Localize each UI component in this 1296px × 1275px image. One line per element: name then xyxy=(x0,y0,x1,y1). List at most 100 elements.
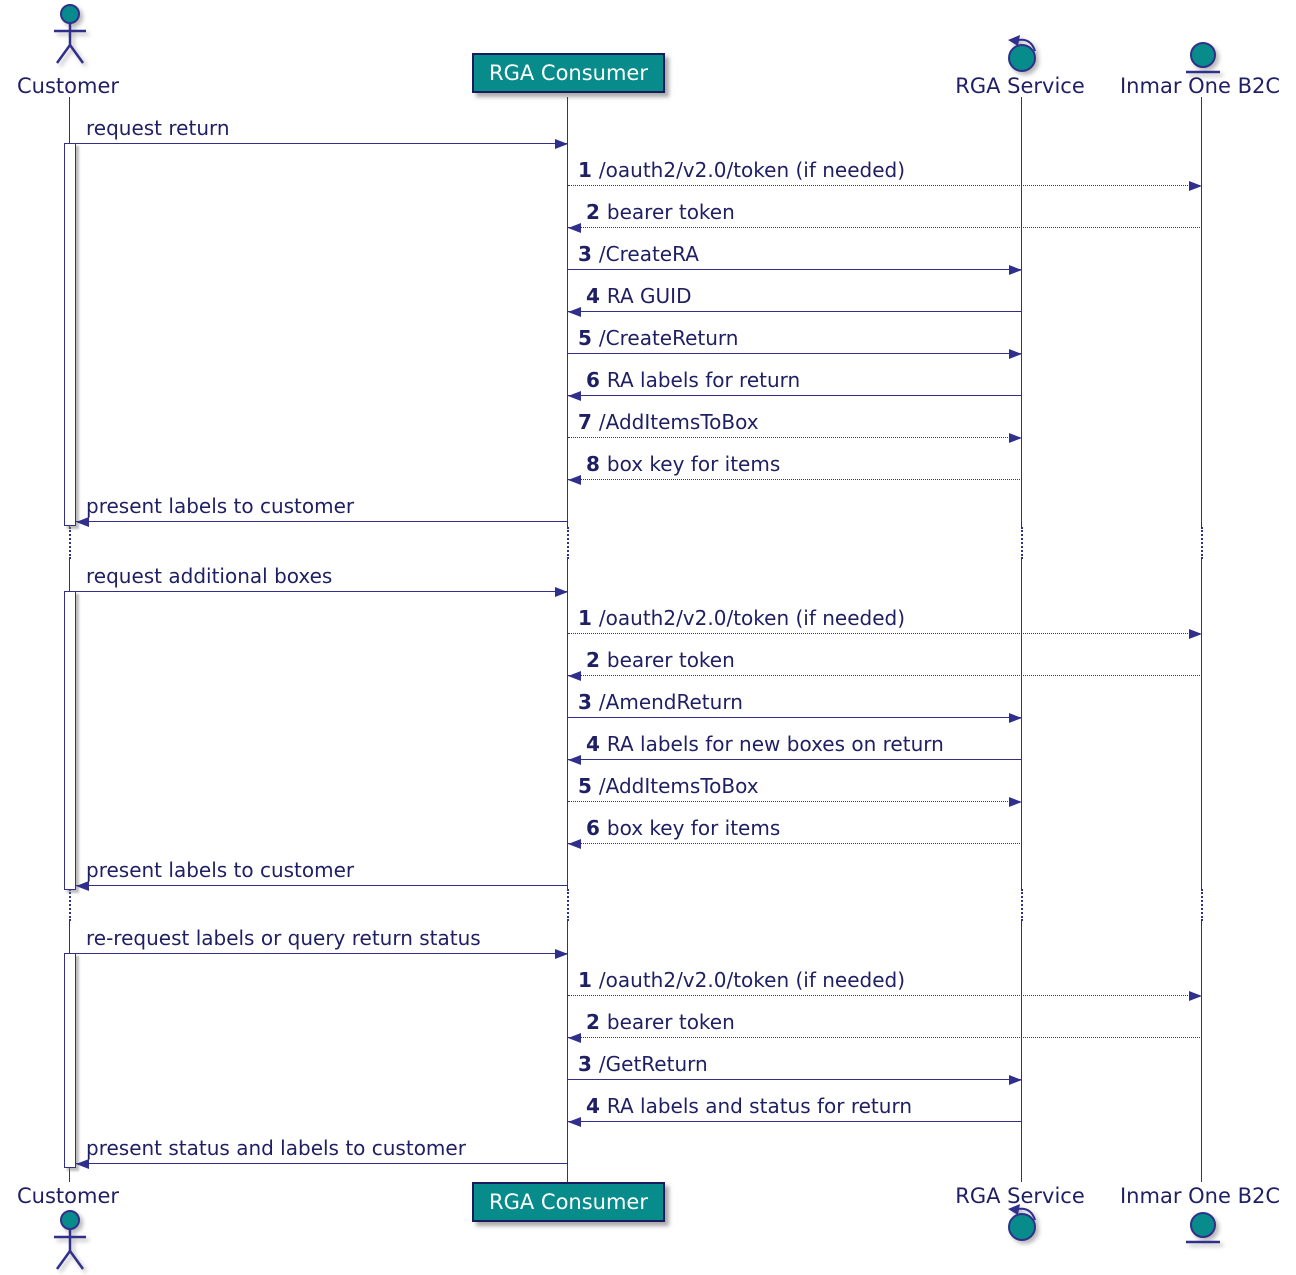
message-text: bearer token xyxy=(606,1010,735,1034)
message-number: 4 xyxy=(586,732,600,756)
message-arrowhead xyxy=(555,586,568,597)
message-arrowhead xyxy=(568,306,581,317)
message-line xyxy=(76,143,568,144)
message-number: 6 xyxy=(586,368,600,392)
message-arrowhead xyxy=(1009,348,1022,359)
message-number: 4 xyxy=(586,284,600,308)
message-number: 4 xyxy=(586,1094,600,1118)
message-arrowhead xyxy=(568,1032,581,1043)
participant-box-rga-consumer-bottom: RGA Consumer xyxy=(472,1182,665,1222)
message-line xyxy=(568,1037,1202,1038)
message-label: request return xyxy=(86,116,230,140)
message-text: RA labels and status for return xyxy=(606,1094,912,1118)
lifeline-gap-rga-service xyxy=(1021,889,1023,921)
message-line xyxy=(76,521,568,522)
message-line xyxy=(568,1121,1022,1122)
participant-label-inmar-one-b2c-bottom: Inmar One B2C xyxy=(1119,1184,1281,1208)
message-arrowhead xyxy=(568,670,581,681)
message-line xyxy=(76,1163,568,1164)
message-arrowhead xyxy=(568,838,581,849)
participant-label-customer-bottom: Customer xyxy=(16,1184,120,1208)
message-number: 7 xyxy=(578,410,592,434)
message-text: re-request labels or query return status xyxy=(86,926,481,950)
participant-box-rga-consumer-top: RGA Consumer xyxy=(472,53,665,93)
message-line xyxy=(568,311,1022,312)
message-line xyxy=(568,843,1022,844)
message-number: 1 xyxy=(578,158,592,182)
message-arrowhead xyxy=(568,222,581,233)
message-text: RA GUID xyxy=(606,284,692,308)
entity-icon xyxy=(1186,1212,1220,1244)
message-number: 5 xyxy=(578,774,592,798)
message-arrowhead xyxy=(568,754,581,765)
message-line xyxy=(76,885,568,886)
message-label: 5/AddItemsToBox xyxy=(578,774,759,798)
message-text: bearer token xyxy=(606,648,735,672)
message-arrowhead xyxy=(76,1158,89,1169)
message-number: 3 xyxy=(578,1052,592,1076)
message-text: /AddItemsToBox xyxy=(598,774,759,798)
message-line xyxy=(568,633,1202,634)
control-icon xyxy=(1008,1204,1036,1241)
message-line xyxy=(76,953,568,954)
message-text: present labels to customer xyxy=(86,494,355,518)
message-label: 1/oauth2/v2.0/token (if needed) xyxy=(578,158,905,182)
message-text: present status and labels to customer xyxy=(86,1136,466,1160)
activation-bar-customer xyxy=(64,143,76,526)
message-label: 3/GetReturn xyxy=(578,1052,708,1076)
message-arrowhead xyxy=(76,880,89,891)
lifeline-rga-service xyxy=(1021,921,1022,1182)
message-line xyxy=(568,995,1202,996)
message-label: 1/oauth2/v2.0/token (if needed) xyxy=(578,968,905,992)
message-line xyxy=(568,227,1202,228)
message-line xyxy=(568,437,1022,438)
lifeline-inmar-one-b2c xyxy=(1201,97,1202,527)
message-arrowhead xyxy=(1009,796,1022,807)
message-line xyxy=(568,395,1022,396)
message-text: RA labels for new boxes on return xyxy=(606,732,944,756)
message-line xyxy=(568,717,1022,718)
participant-label-inmar-one-b2c-top: Inmar One B2C xyxy=(1119,74,1281,98)
lifeline-gap-inmar-one-b2c xyxy=(1201,527,1203,559)
lifeline-gap-rga-consumer xyxy=(567,889,569,921)
message-number: 8 xyxy=(586,452,600,476)
message-arrowhead xyxy=(1009,712,1022,723)
message-line xyxy=(568,353,1022,354)
message-label: 5/CreateReturn xyxy=(578,326,738,350)
message-arrowhead xyxy=(555,948,568,959)
lifeline-gap-inmar-one-b2c xyxy=(1201,889,1203,921)
message-line xyxy=(568,801,1022,802)
message-line xyxy=(568,479,1022,480)
message-arrowhead xyxy=(1189,180,1202,191)
message-line xyxy=(568,185,1202,186)
message-label: 3/AmendReturn xyxy=(578,690,743,714)
participant-label-customer-top: Customer xyxy=(16,74,120,98)
message-text: box key for items xyxy=(606,452,781,476)
control-icon xyxy=(1008,35,1036,72)
message-number: 1 xyxy=(578,606,592,630)
message-label: present labels to customer xyxy=(86,858,354,882)
message-text: /oauth2/v2.0/token (if needed) xyxy=(598,968,906,992)
participant-label-rga-service-top: RGA Service xyxy=(955,74,1085,98)
lifeline-gap-customer xyxy=(69,527,71,559)
message-arrowhead xyxy=(555,138,568,149)
message-arrowhead xyxy=(1009,264,1022,275)
message-text: request additional boxes xyxy=(86,564,333,588)
message-line xyxy=(568,675,1202,676)
actor-icon xyxy=(54,4,86,64)
message-number: 3 xyxy=(578,242,592,266)
message-arrowhead xyxy=(568,390,581,401)
message-text: /GetReturn xyxy=(598,1052,708,1076)
lifeline-rga-consumer xyxy=(567,559,568,889)
message-text: /AddItemsToBox xyxy=(598,410,759,434)
message-line xyxy=(568,269,1022,270)
message-arrowhead xyxy=(1189,990,1202,1001)
lifeline-inmar-one-b2c xyxy=(1201,559,1202,889)
message-arrowhead xyxy=(568,474,581,485)
activation-bar-customer xyxy=(64,953,76,1168)
